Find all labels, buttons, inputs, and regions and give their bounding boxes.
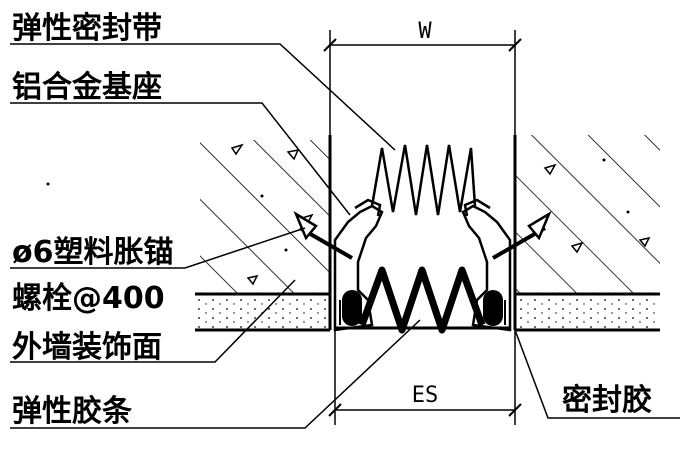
left-aluminum-base — [333, 198, 384, 332]
aggregate-mark — [570, 241, 584, 254]
right-anchor-bolt — [492, 210, 552, 260]
label-elastic-seal-strip: 弹性密封带 — [12, 11, 162, 46]
aggregate-mark — [638, 236, 651, 248]
aggregate-dot — [284, 248, 288, 252]
aggregate-mark — [543, 163, 557, 176]
label-anchor-bolt-line1: ø6塑料胀锚 — [12, 235, 173, 270]
right-finish-fill — [515, 295, 660, 330]
left-wall-hatch — [200, 140, 330, 293]
elastic-rubber-strip — [358, 266, 486, 334]
aggregate-mark — [230, 143, 244, 156]
aggregate-dot — [602, 158, 606, 162]
aggregate-mark — [246, 274, 259, 286]
leader-sealant — [514, 329, 680, 419]
label-exterior-finish: 外墙装饰面 — [12, 330, 162, 365]
dimension-es-label: ES — [412, 383, 439, 408]
right-aluminum-base — [461, 198, 512, 332]
leader-exterior-finish — [10, 279, 296, 363]
leader-elastic-seal-strip — [10, 43, 396, 151]
leader-aluminum-base — [10, 102, 351, 216]
aggregate-dot — [46, 182, 50, 186]
label-sealant: 密封胶 — [562, 383, 652, 418]
leader-elastic-rubber-strip — [10, 319, 421, 429]
left-anchor-bolt — [293, 210, 353, 260]
aggregate-mark — [286, 148, 300, 161]
aggregate-dot — [626, 210, 630, 214]
leader-anchor-bolt — [10, 227, 306, 269]
right-wall-hatch — [515, 135, 660, 293]
label-aluminum-base: 铝合金基座 — [12, 70, 162, 105]
dimension-w-label: W — [418, 19, 432, 44]
aggregate-dot — [260, 194, 264, 198]
dimension-w: W — [323, 19, 522, 135]
label-anchor-bolt-line2: 螺栓@400 — [12, 281, 165, 316]
leader-lines — [10, 43, 680, 429]
label-elastic-rubber-strip: 弹性胶条 — [12, 394, 132, 429]
elastic-seal-strip — [370, 144, 477, 216]
left-rubber-strip — [342, 290, 362, 326]
dimension-es: ES — [328, 330, 522, 425]
exterior-finish-layer — [195, 292, 660, 332]
right-rubber-strip — [483, 290, 503, 326]
